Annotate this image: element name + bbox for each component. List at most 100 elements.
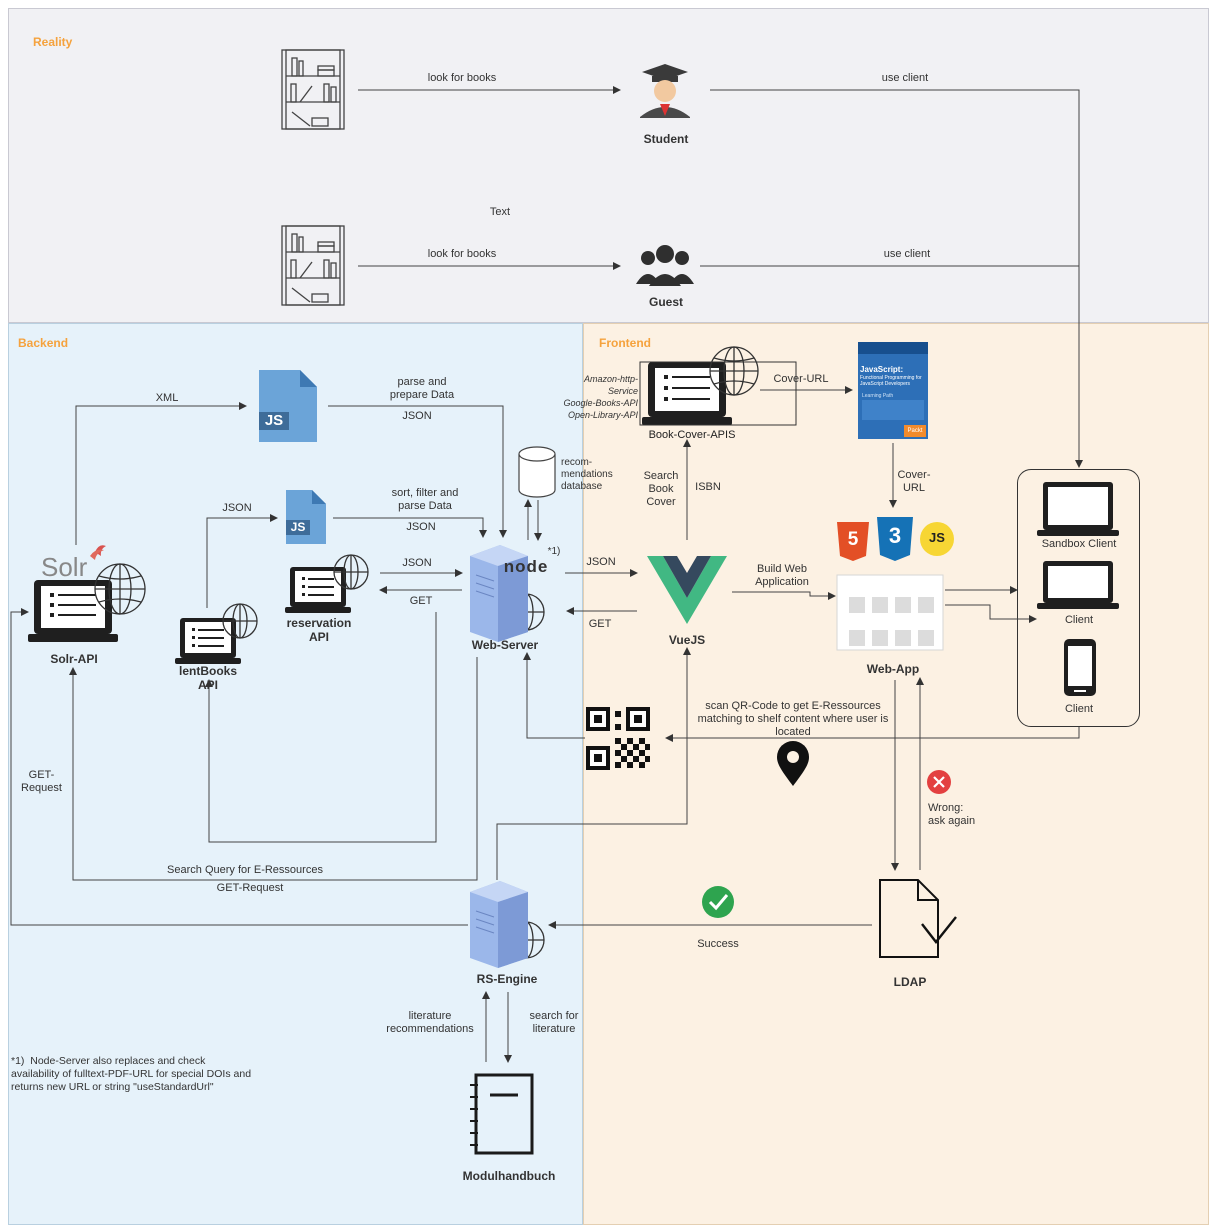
recommendations-db-label: recom- mendations database xyxy=(561,457,613,492)
html5-badge-icon xyxy=(837,522,869,561)
student-icon xyxy=(640,64,690,118)
globe-icon xyxy=(709,346,759,396)
student-label: Student xyxy=(643,132,689,146)
rs-engine-server-icon xyxy=(470,881,528,968)
guest-icon xyxy=(636,245,694,286)
edge-jsfile-webserver xyxy=(328,405,507,538)
js-badge-icon xyxy=(920,522,954,556)
js-file-icon-small xyxy=(286,490,326,544)
css3-badge-icon xyxy=(877,517,913,561)
lentbooks-api-laptop-icon xyxy=(175,618,241,664)
web-app-mockup-icon xyxy=(836,574,944,651)
globe-icon xyxy=(333,554,369,590)
client-group-box xyxy=(1017,469,1140,727)
edge-vue-webapp xyxy=(732,591,836,600)
client-laptop-icon xyxy=(1037,561,1119,609)
edge-jsfile2-webserver xyxy=(333,517,487,538)
edge-label-look-for-books-1: look for books xyxy=(427,72,497,84)
edge-label-get-1: GET xyxy=(409,595,433,607)
cover-services-list: Amazon-http- Service Google-Books-API Op… xyxy=(563,374,638,420)
reality-title: Reality xyxy=(33,35,73,49)
edge-label-xml: XML xyxy=(155,392,179,404)
reservation-api-label: reservation API xyxy=(286,616,352,644)
js-file-icon xyxy=(259,370,317,442)
error-icon xyxy=(927,770,951,794)
vuejs-label: VueJS xyxy=(668,633,706,647)
edge-client-qr xyxy=(665,727,1080,742)
edge-webapp-client2 xyxy=(945,604,1037,623)
edge-label-use-client-1: use client xyxy=(881,72,929,84)
edge-qr-webserver xyxy=(523,652,585,739)
node-logo-text: node xyxy=(503,557,549,576)
edge-label-get-request-2: GET-Request xyxy=(216,882,284,894)
web-server-label: Web-Server xyxy=(471,638,539,652)
edge-label-json-1: JSON xyxy=(402,410,432,422)
book-cover-apis-label: Book-Cover-APIS xyxy=(648,429,736,441)
edge-label-cover-url-2: Cover- URL xyxy=(897,469,931,494)
vue-logo-icon xyxy=(647,556,727,624)
edge-label-wrong: Wrong: ask again xyxy=(928,802,976,827)
success-icon xyxy=(702,886,734,918)
js-file-label: JS xyxy=(264,412,284,429)
edge-label-look-for-books-2: look for books xyxy=(427,248,497,260)
edge-label-literature-recommendations: literature recommendations xyxy=(386,1010,474,1035)
edge-label-parse-prepare: parse and prepare Data xyxy=(389,376,455,401)
edge-label-qr-scan: scan QR-Code to get E-Ressources matchin… xyxy=(697,700,889,738)
lentbooks-api-label: lentBooks API xyxy=(178,664,237,692)
client-phone-icon xyxy=(1064,639,1096,696)
solr-api-label: Solr-API xyxy=(50,652,98,666)
edge-label-get-2: GET xyxy=(588,618,612,630)
database-icon xyxy=(518,446,556,498)
modulhandbuch-notebook-icon xyxy=(470,1073,534,1155)
book-cover-subtitle: Functional Programming for JavaScript De… xyxy=(860,375,922,387)
guest-label: Guest xyxy=(648,295,683,309)
modulhandbuch-label: Modulhandbuch xyxy=(462,1169,556,1183)
edge-label-json-5: JSON xyxy=(586,556,616,568)
qr-code-icon xyxy=(586,707,650,770)
edge-label-cover-url-1: Cover-URL xyxy=(773,373,829,385)
edge-webserver-solr xyxy=(69,657,478,881)
web-app-label: Web-App xyxy=(866,662,920,676)
solr-flame-icon xyxy=(90,545,106,560)
reality-zone xyxy=(8,8,1209,323)
solr-api-laptop-icon xyxy=(28,580,118,642)
edge-label-get-request: GET- Request xyxy=(21,769,62,794)
ldap-document-icon xyxy=(879,879,957,958)
edge-label-json-2: JSON xyxy=(222,502,252,514)
edge-label-build-web-app: Build Web Application xyxy=(755,563,809,588)
edge-lentbooks-json xyxy=(206,514,278,608)
css3-badge-text: 3 xyxy=(888,523,902,548)
edge-student-client xyxy=(710,89,1083,468)
footnote-text: *1) Node-Server also replaces and check … xyxy=(11,1055,252,1093)
edge-solr-xml xyxy=(75,402,247,545)
rs-engine-label: RS-Engine xyxy=(476,972,538,986)
book-cover-title: JavaScript: xyxy=(860,365,904,374)
edge-rsengine-solr xyxy=(10,608,468,926)
backend-title: Backend xyxy=(18,336,69,350)
edge-label-success: Success xyxy=(697,938,739,950)
frontend-title: Frontend xyxy=(599,336,651,350)
web-server-icon xyxy=(470,545,528,642)
bookshelf-icon xyxy=(281,49,345,130)
client-phone-label: Client xyxy=(1064,703,1094,715)
edge-reservation-lentbooks xyxy=(205,612,437,843)
book-cover-apis-laptop-icon xyxy=(639,361,797,426)
edge-label-search-book-cover: Search Book Cover xyxy=(643,470,679,508)
footnote-marker: *1) xyxy=(547,546,561,557)
solr-logo-text: Solr xyxy=(41,552,88,582)
location-pin-icon xyxy=(777,741,809,786)
html5-badge-text: 5 xyxy=(847,529,859,550)
book-cover-publisher: Packt xyxy=(907,428,923,434)
edge-label-search-literature: search for literature xyxy=(529,1010,579,1035)
sandbox-client-laptop-icon xyxy=(1037,482,1119,536)
sandbox-client-label: Sandbox Client xyxy=(1041,538,1117,550)
edge-label-json-3: JSON xyxy=(406,521,436,533)
client-laptop-label: Client xyxy=(1064,614,1094,626)
bookshelf-icon xyxy=(281,225,345,306)
edge-label-isbn: ISBN xyxy=(695,481,721,493)
reservation-api-laptop-icon xyxy=(285,567,351,613)
globe-icon xyxy=(94,563,146,615)
edge-label-text: Text xyxy=(489,206,511,218)
edge-label-sort-filter: sort, filter and parse Data xyxy=(391,487,459,512)
